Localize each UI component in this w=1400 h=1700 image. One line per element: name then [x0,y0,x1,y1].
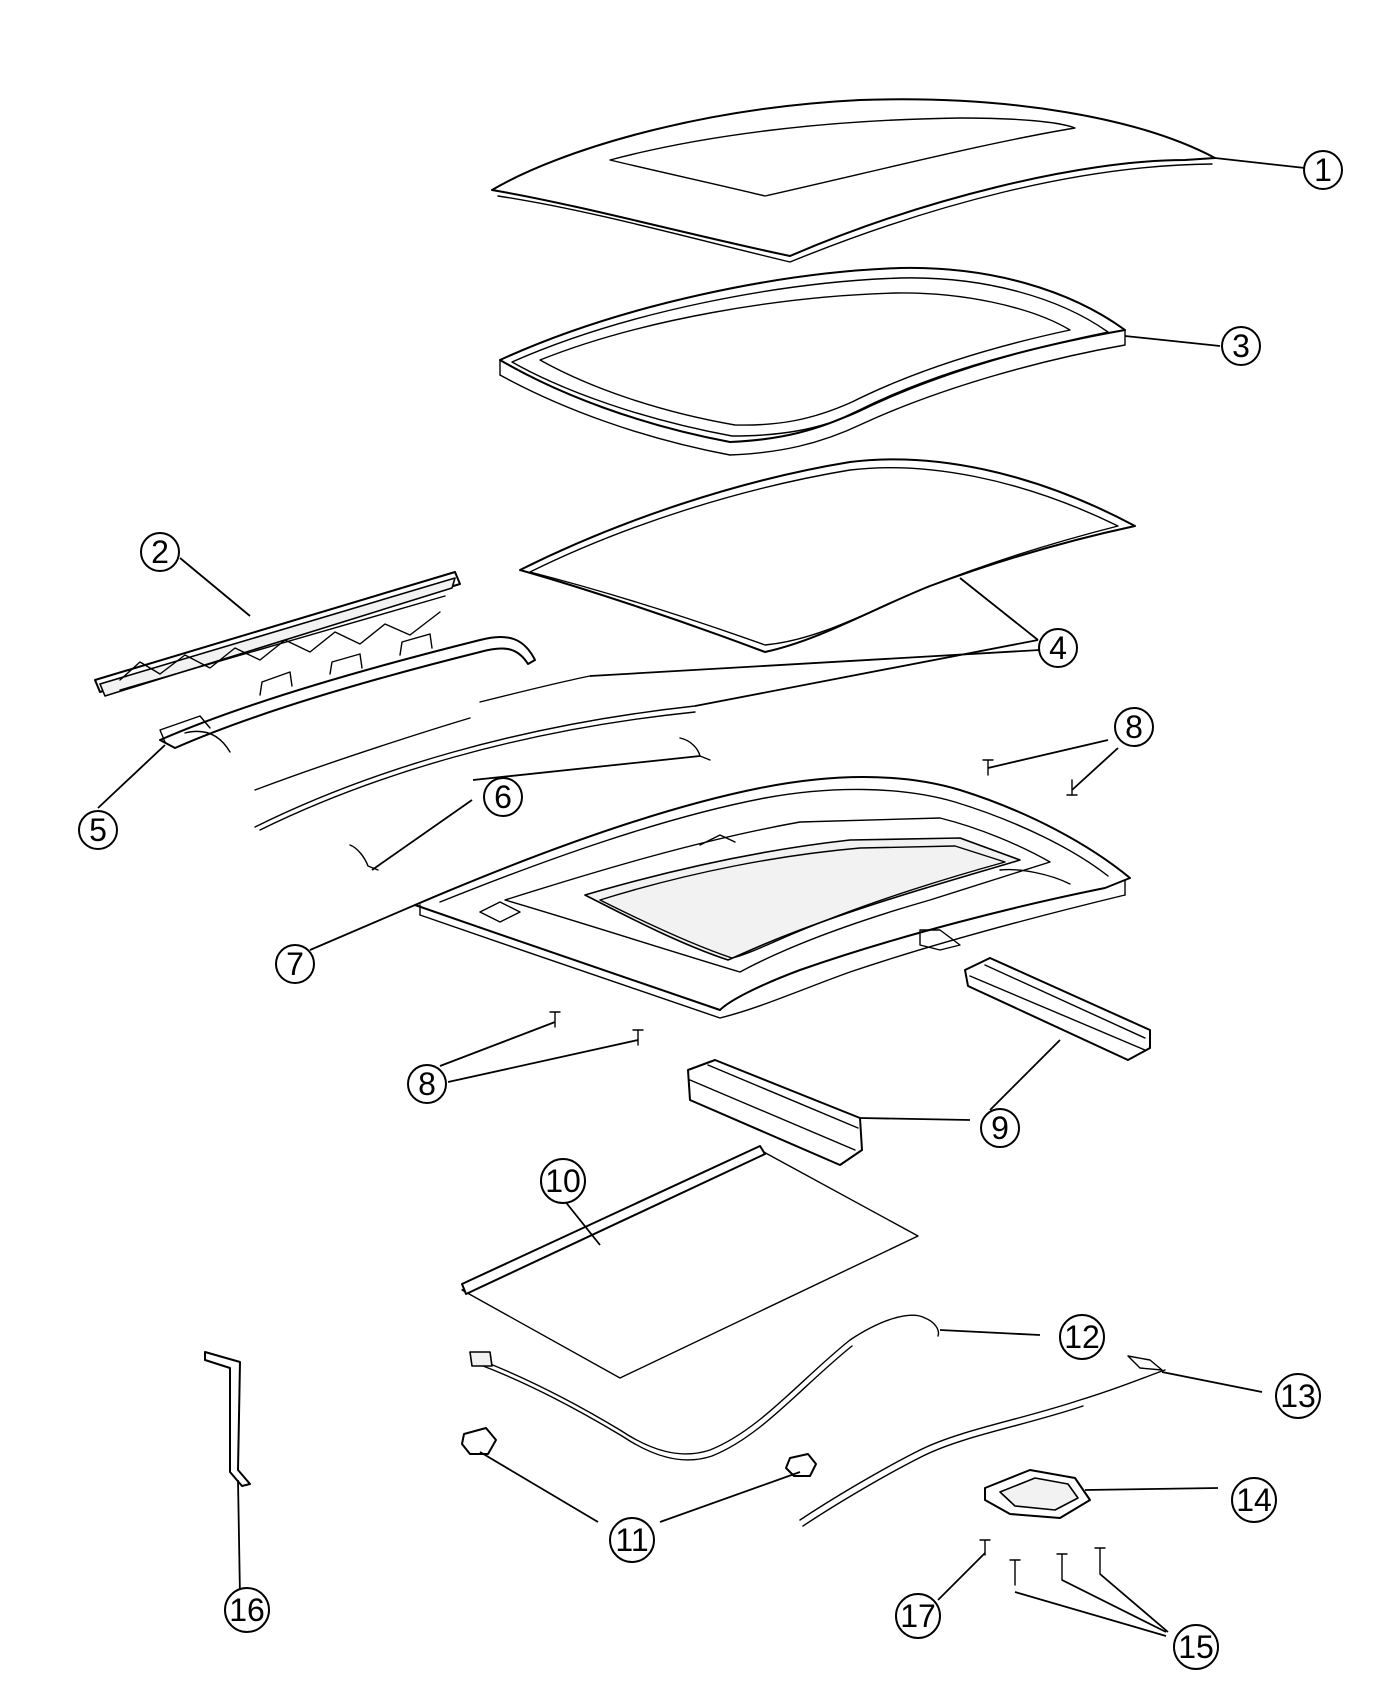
sunshade [461,1145,919,1379]
callout-label: 9 [991,1110,1009,1146]
callout-17: 17 [895,1593,941,1639]
callout-label: 8 [418,1066,436,1102]
callout-10: 10 [540,1158,586,1204]
callout-label: 6 [494,779,512,815]
callout-label: 2 [151,534,169,570]
callout-label: 11 [615,1522,648,1558]
callout-14: 14 [1231,1477,1277,1523]
callout-15: 15 [1173,1624,1219,1670]
callout-label: 4 [1049,630,1067,666]
callout-2: 2 [140,532,180,572]
callout-8b: 8 [407,1064,447,1104]
callout-label: 1 [1314,152,1332,188]
callout-4: 4 [1038,628,1078,668]
hex-key [204,1351,251,1487]
sunroof-motor [984,1469,1091,1519]
callout-16: 16 [224,1587,270,1633]
callout-12: 12 [1059,1314,1105,1360]
leader-lines [97,157,1306,1637]
guide-rails [687,957,1151,1166]
motor-cable [799,1355,1166,1527]
callout-5: 5 [78,810,118,850]
callout-label: 3 [1232,328,1250,364]
drain-strips [254,675,696,831]
front-frame-rail [159,633,536,753]
wind-deflector [94,571,461,697]
callout-label: 12 [1064,1319,1100,1355]
callout-11: 11 [609,1517,655,1563]
sunroof-frame-assembly [414,776,1131,1019]
grommets [461,1427,817,1477]
callout-7: 7 [275,944,315,984]
glass-panel [519,458,1136,653]
callout-label: 17 [900,1598,936,1634]
roof-panel [491,98,1216,263]
callout-label: 8 [1125,709,1143,745]
callout-label: 16 [229,1592,265,1628]
callout-label: 14 [1236,1482,1272,1518]
callout-3: 3 [1221,326,1261,366]
fasteners [979,1539,1106,1586]
callout-label: 13 [1280,1378,1316,1414]
callout-13: 13 [1275,1373,1321,1419]
callout-label: 15 [1178,1629,1214,1665]
callout-9: 9 [980,1108,1020,1148]
callout-label: 5 [89,812,107,848]
screws [549,759,1078,1046]
callout-label: 10 [545,1163,581,1199]
callout-label: 7 [286,946,304,982]
glass-seal-frame [499,266,1126,456]
callout-6: 6 [483,777,523,817]
drive-cable [469,1314,940,1461]
callout-8a: 8 [1114,707,1154,747]
callout-1: 1 [1303,150,1343,190]
